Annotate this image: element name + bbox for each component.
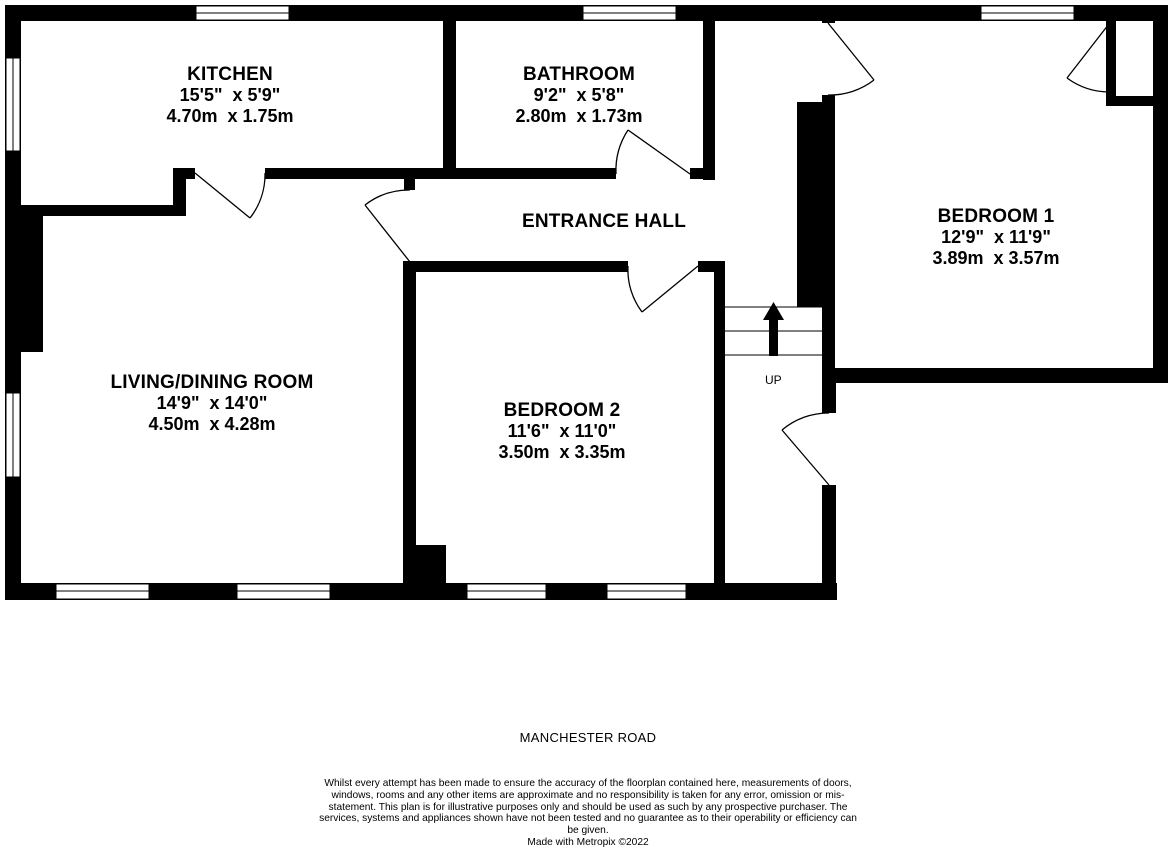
room-name: BEDROOM 2 [503,400,621,421]
kitchen-door [194,172,266,219]
bathroom-bottom-wall [456,168,616,179]
road-name: MANCHESTER ROAD [519,730,657,745]
window [195,5,290,21]
credit: Made with Metropix ©2022 [527,836,649,848]
hall-stub [404,176,415,190]
room-metric: 4.70m x 1.75m [166,106,294,126]
room-imperial: 9'2" x 5'8" [533,85,625,105]
bedroom2-right-wall [714,261,725,600]
room-bedroom-1: BEDROOM 1 12'9" x 11'9" 3.89m x 3.57m [866,206,1126,269]
room-name: BEDROOM 1 [937,206,1055,227]
room-imperial: 14'9" x 14'0" [156,393,268,413]
room-living-dining: LIVING/DINING ROOM 14'9" x 14'0" 4.50m x… [62,372,362,435]
room-metric: 3.50m x 3.35m [498,442,626,462]
room-imperial: 12'9" x 11'9" [941,227,1051,247]
kitchen-step [173,168,186,216]
wardrobe-bottom-wall [1106,96,1166,106]
window [55,583,150,600]
room-name: KITCHEN [187,64,273,85]
porch-wall-upper [822,375,836,413]
bedroom1-left-wall [822,95,835,380]
room-entrance-hall: ENTRANCE HALL [474,211,734,232]
chimney-breast [21,216,43,352]
disclaimer-text: Whilst every attempt has been made to en… [319,778,857,837]
disclaimer: Whilst every attempt has been made to en… [318,778,858,849]
wardrobe-door [1066,19,1113,93]
bedroom1-right-wall [1153,5,1168,383]
walls [5,5,1168,600]
window [582,5,677,21]
window [606,583,687,600]
bathroom-door [615,129,691,175]
kitchen-living-wall [5,205,186,216]
room-kitchen: KITCHEN 15'5" x 5'9" 4.70m x 1.75m [100,64,360,127]
bedroom2-door [627,265,699,313]
windows [5,5,1075,600]
living-bedroom2-wall [403,261,416,600]
window [236,583,331,600]
room-name: ENTRANCE HALL [521,211,687,232]
room-name: LIVING/DINING ROOM [110,372,314,393]
window [5,392,21,478]
front-door [781,412,830,486]
room-name: BATHROOM [522,64,636,85]
bedroom2-top-wall [403,261,628,272]
bathroom-bottom-stub [690,168,715,179]
room-bedroom-2: BEDROOM 2 11'6" x 11'0" 3.50m x 3.35m [432,400,692,463]
bedroom2-corner [416,545,446,585]
room-imperial: 11'6" x 11'0" [507,421,617,441]
room-imperial: 15'5" x 5'9" [179,85,281,105]
bedroom2-top-stub [698,261,725,272]
window [5,57,21,152]
room-metric: 3.89m x 3.57m [932,248,1060,268]
bedroom1-door [827,22,875,96]
kitchen-bathroom-wall [443,10,456,176]
stairs-up-arrow-icon [763,302,784,356]
bathroom-right-wall [703,10,715,180]
room-bathroom: BATHROOM 9'2" x 5'8" 2.80m x 1.73m [456,64,702,127]
porch-wall-lower [822,485,836,600]
window [980,5,1075,21]
room-metric: 2.80m x 1.73m [515,106,643,126]
hall-thick-wall [797,102,822,307]
stairs-up-label: UP [765,373,782,387]
room-metric: 4.50m x 4.28m [148,414,276,434]
bedroom1-door-stub [822,5,835,23]
wardrobe-wall [1106,10,1116,106]
doors [194,19,1113,486]
living-door [364,189,411,263]
kitchen-bottom-wall [265,168,456,179]
window [466,583,547,600]
bedroom1-bottom-wall [822,368,1168,383]
